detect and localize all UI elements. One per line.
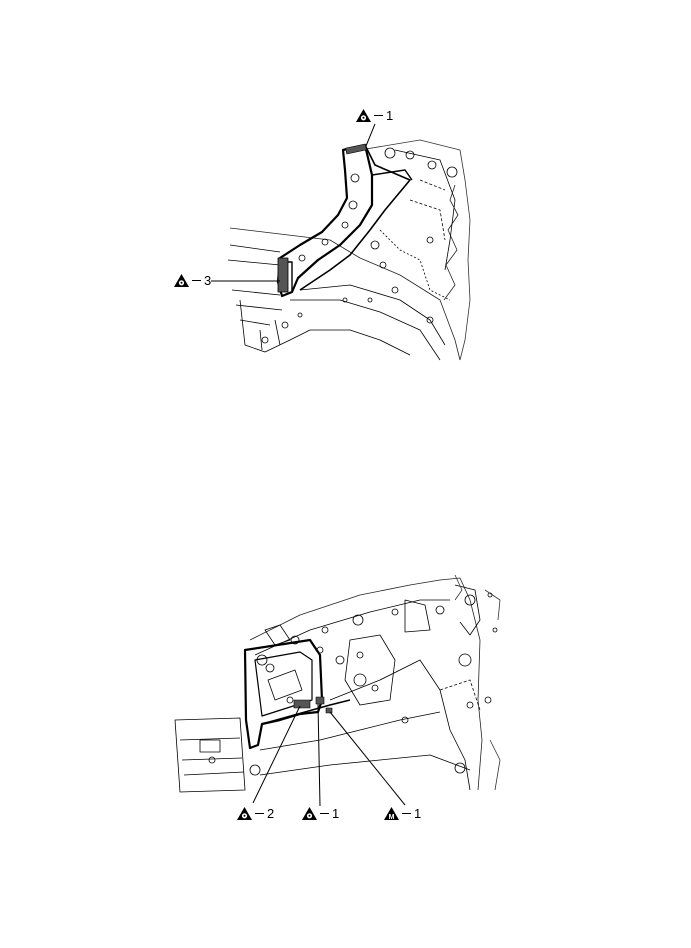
callout-number: 3 bbox=[204, 273, 212, 288]
weld-spot-icon bbox=[302, 807, 317, 820]
callout-dash bbox=[402, 812, 411, 815]
callout-number: 2 bbox=[267, 806, 275, 821]
weld-spot-icon bbox=[237, 807, 252, 820]
mig-weld-icon: M bbox=[384, 807, 399, 820]
callout-dash bbox=[374, 114, 383, 117]
svg-text:M: M bbox=[389, 814, 395, 820]
leader-line bbox=[252, 705, 301, 804]
leader-line bbox=[365, 123, 376, 147]
callout-number: 1 bbox=[414, 806, 422, 821]
callout-dash bbox=[255, 812, 264, 815]
weld-spot-icon bbox=[356, 109, 371, 122]
callout-bottom-2: 2 bbox=[237, 807, 274, 820]
weld-spot-icon bbox=[174, 274, 189, 287]
leader-line bbox=[317, 703, 321, 807]
callout-bottom-1a: 1 bbox=[302, 807, 339, 820]
leader-line bbox=[329, 711, 406, 806]
callout-top-1: 1 bbox=[356, 109, 393, 122]
callout-number: 1 bbox=[332, 806, 340, 821]
callout-bottom-m1: M 1 bbox=[384, 807, 421, 820]
callout-top-3: 3 bbox=[174, 274, 211, 287]
callout-number: 1 bbox=[386, 108, 394, 123]
callout-dash bbox=[320, 812, 329, 815]
callout-dash bbox=[192, 279, 201, 282]
